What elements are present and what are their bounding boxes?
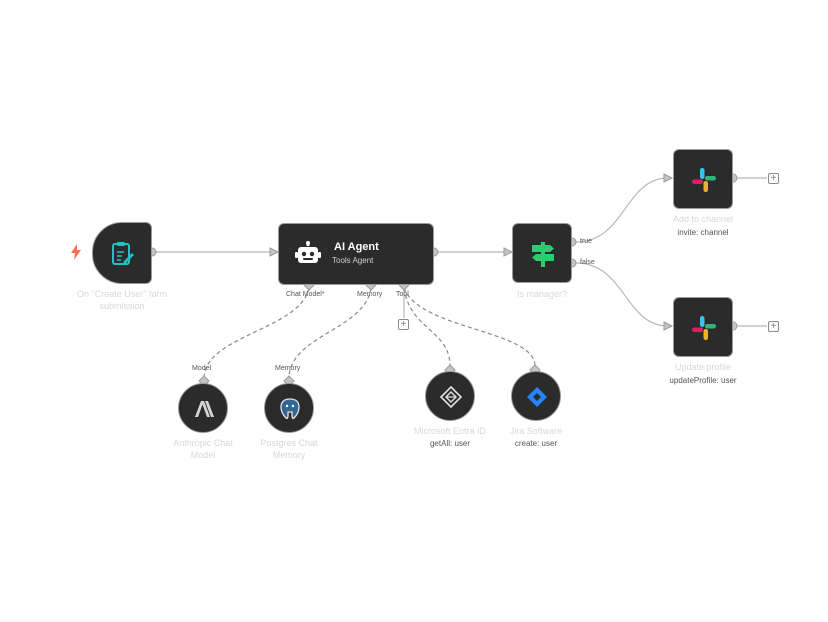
microsoft-entra-node[interactable] — [425, 371, 475, 421]
add-tool-button[interactable]: + — [398, 319, 409, 330]
postgres-label-line2: Memory — [272, 450, 306, 460]
edge-if-false — [575, 262, 669, 327]
arrow-if-in — [503, 247, 514, 257]
signpost-icon — [532, 242, 554, 267]
edge-memory-postgres — [288, 287, 372, 379]
memory-port-label: Memory — [357, 291, 383, 298]
slack-icon — [692, 168, 716, 192]
anthropic-icon — [195, 401, 214, 417]
edge-tool-entra — [403, 287, 451, 367]
arrow-slack1-in — [663, 173, 674, 183]
tool-port-label: Tool — [396, 291, 409, 298]
slack-icon — [692, 316, 716, 340]
microsoft-entra-label: Microsoft Entra ID — [413, 426, 487, 436]
jira-icon — [527, 387, 547, 407]
entra-icon — [439, 385, 463, 409]
robot-icon — [295, 241, 321, 263]
lightning-icon — [71, 244, 81, 260]
true-port-label: true — [580, 238, 593, 245]
update-profile-label: Update profile — [674, 362, 732, 372]
ai-agent-subtitle: Tools Agent — [332, 256, 374, 265]
memory-input-label: Memory — [275, 365, 301, 372]
anthropic-label-line1: Anthropic Chat — [173, 438, 233, 448]
jira-software-label: Jira Software — [509, 426, 563, 436]
add-to-channel-subtitle: invite: channel — [677, 228, 729, 237]
ai-agent-node[interactable]: AI Agent Tools Agent — [278, 223, 434, 285]
edge-tool-jira — [403, 287, 536, 367]
add-after-profile-button[interactable]: + — [768, 321, 779, 332]
false-port-label: false — [580, 259, 595, 266]
add-after-channel-button[interactable]: + — [768, 173, 779, 184]
arrow-agent-in — [269, 247, 280, 257]
microsoft-entra-subtitle: getAll: user — [429, 439, 471, 448]
arrow-slack2-in — [663, 321, 674, 331]
form-trigger-node[interactable] — [92, 222, 152, 284]
ai-agent-title: AI Agent — [334, 241, 379, 253]
postgres-chat-memory-node[interactable] — [264, 383, 314, 433]
form-icon — [112, 242, 134, 265]
is-manager-node[interactable] — [512, 223, 572, 283]
edge-if-true — [575, 177, 669, 243]
form-trigger-label: On "Create User" form submission — [77, 289, 167, 311]
postgres-label-line1: Postgres Chat — [260, 438, 318, 448]
update-profile-subtitle: updateProfile: user — [669, 376, 737, 385]
anthropic-chat-model-node[interactable] — [178, 383, 228, 433]
model-input-label: Model — [192, 365, 212, 372]
anthropic-label-line2: Model — [190, 450, 216, 460]
add-to-channel-node[interactable] — [673, 149, 733, 209]
add-to-channel-label: Add to channel — [672, 214, 734, 224]
is-manager-label: Is manager? — [516, 289, 568, 299]
postgres-icon — [280, 398, 300, 420]
jira-software-node[interactable] — [511, 371, 561, 421]
update-profile-node[interactable] — [673, 297, 733, 357]
chat-model-port-label: Chat Model* — [286, 291, 325, 298]
edge-model-anthropic — [203, 287, 310, 379]
jira-software-subtitle: create: user — [514, 439, 558, 448]
